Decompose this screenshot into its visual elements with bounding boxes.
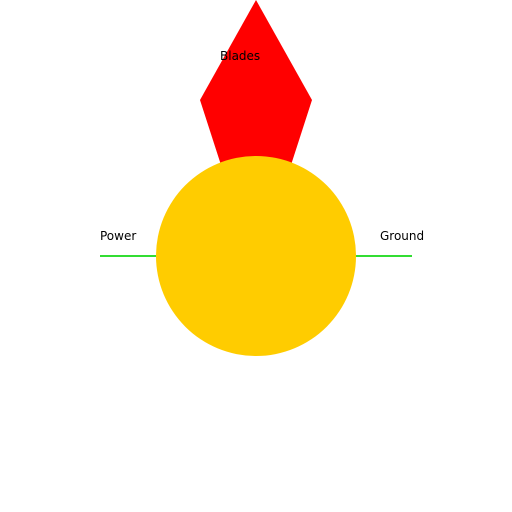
motor-body-circle [156, 156, 356, 356]
power-label: Power [100, 229, 136, 243]
ground-label: Ground [380, 229, 424, 243]
blades-label: Blades [220, 49, 260, 63]
blades-shape [200, 0, 312, 165]
